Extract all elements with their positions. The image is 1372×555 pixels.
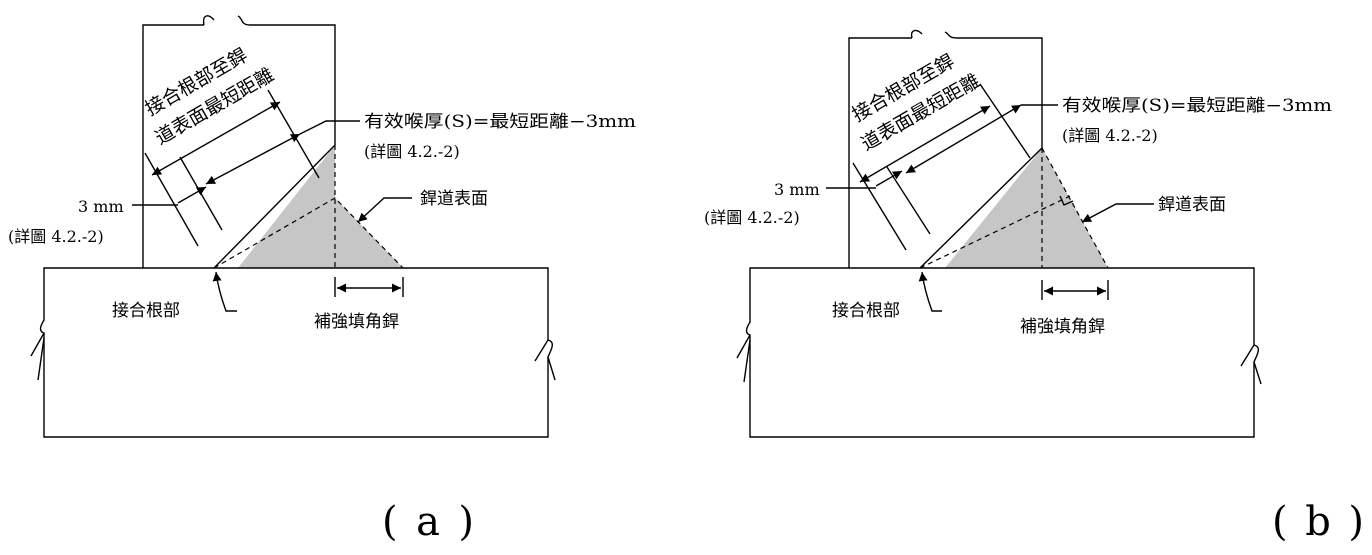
ext-line-a3 — [267, 89, 320, 179]
leader-root-b — [918, 271, 942, 312]
weld-dashed-face-b — [1041, 147, 1109, 269]
figure-a: 接合根部至銲 道表面最短距離 有效喉厚(S)=最短距離−3mm (詳圖 4.2.… — [8, 15, 636, 545]
caption-b: ( b ) — [1272, 499, 1364, 545]
dim-line-throat-b — [905, 104, 1022, 174]
break-mark-left-b — [736, 334, 751, 383]
weld-dashed-throat-b — [919, 195, 1071, 269]
label-throat-ref-b: (詳圖 4.2.-2) — [1062, 126, 1158, 145]
break-mark-left-a — [30, 332, 45, 381]
base-plate-a — [39, 267, 554, 438]
weld-face-line-b — [919, 147, 1043, 269]
label-root-b: 接合根部 — [832, 301, 900, 321]
leader-root-a — [212, 271, 237, 312]
caption-a: ( a ) — [382, 499, 474, 545]
label-gap-ref-b: (詳圖 4.2.-2) — [704, 208, 800, 227]
dim-line-gap-b — [875, 170, 903, 187]
ext-line-a2 — [179, 156, 223, 231]
leader-face-b — [1081, 203, 1154, 223]
label-gap-ref-a: (詳圖 4.2.-2) — [8, 227, 104, 246]
label-throat-a: 有效喉厚(S)=最短距離−3mm — [364, 112, 636, 132]
label-gap-b: 3 mm — [774, 180, 820, 199]
ext-line-b1 — [852, 162, 907, 251]
leader-throat-a — [299, 120, 360, 135]
leader-face-a — [357, 197, 412, 223]
label-root-a: 接合根部 — [112, 301, 180, 321]
weld-dashed-outline-a — [213, 197, 404, 269]
ext-line-b2 — [886, 166, 931, 235]
label-throat-b: 有效喉厚(S)=最短距離−3mm — [1062, 96, 1332, 116]
label-throat-ref-a: (詳圖 4.2.-2) — [364, 142, 460, 161]
label-weld-face-b: 銲道表面 — [1158, 195, 1226, 215]
label-weld-face-a: 銲道表面 — [420, 189, 488, 209]
web-plate-a — [142, 15, 336, 268]
label-reinforcing-b: 補強填角銲 — [1020, 317, 1105, 337]
break-mark-right-a — [534, 339, 556, 381]
web-plate-b — [848, 29, 1043, 268]
dim-line-throat-a — [205, 133, 301, 185]
weld-fill-b — [945, 148, 1042, 268]
weld-fill-a — [238, 145, 335, 268]
break-mark-right-b — [1240, 344, 1262, 385]
ext-line-a1 — [144, 152, 199, 247]
base-plate-b — [745, 267, 1260, 438]
right-angle-mark-b — [1059, 195, 1074, 206]
weld-face-line-a — [213, 144, 336, 269]
dim-line-gap-a — [177, 186, 207, 204]
label-gap-a: 3 mm — [78, 197, 124, 216]
figure-b: 接合根部至銲 道表面最短距離 有效喉厚(S)=最短距離−3mm (詳圖 4.2.… — [704, 29, 1364, 545]
ext-line-b3 — [979, 83, 1031, 159]
label-reinforcing-a: 補強填角銲 — [314, 312, 399, 332]
